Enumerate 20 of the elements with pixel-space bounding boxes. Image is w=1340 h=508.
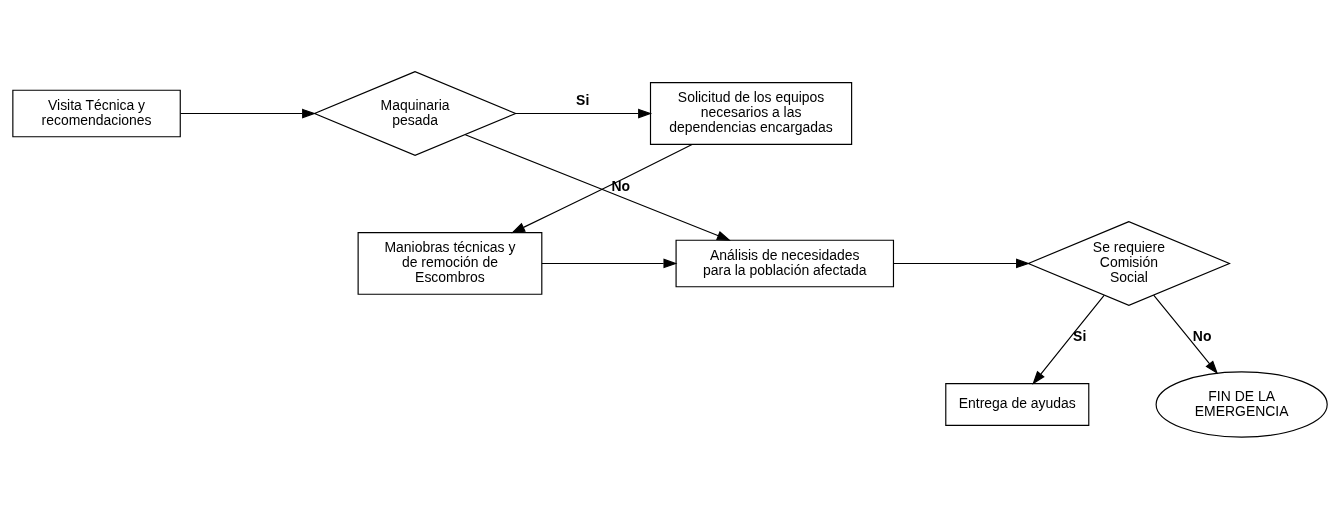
arrow: [541, 258, 678, 268]
arrow: [893, 258, 1031, 268]
node-diamond: Maquinaria pesada: [313, 70, 518, 156]
node-box: Análisis de necesidades para la población afectada: [675, 239, 895, 287]
node-ellipse: FIN DE LA EMERGENCIA: [1155, 370, 1328, 438]
arrow: [511, 143, 693, 233]
node-diamond: Se requiere Comisión Social: [1026, 220, 1231, 306]
arrow: [515, 108, 653, 118]
node-box: Solicitud de los equipos necesarios a las dependencias encargadas: [649, 81, 853, 145]
node-box: Entrega de ayudas: [945, 382, 1090, 426]
node-box: Maniobras técnicas y de remoción de Escombros: [357, 231, 543, 295]
node-box: Visita Técnica y recomendaciones: [12, 89, 181, 137]
edge-label: No: [611, 177, 631, 194]
arrow: [1153, 294, 1219, 374]
arrow: [179, 108, 317, 118]
edge-label: Si: [576, 91, 590, 108]
edge-label: No: [1192, 327, 1212, 344]
edge-label: Si: [1073, 327, 1087, 344]
arrow: [1032, 294, 1105, 385]
arrow: [464, 133, 731, 241]
